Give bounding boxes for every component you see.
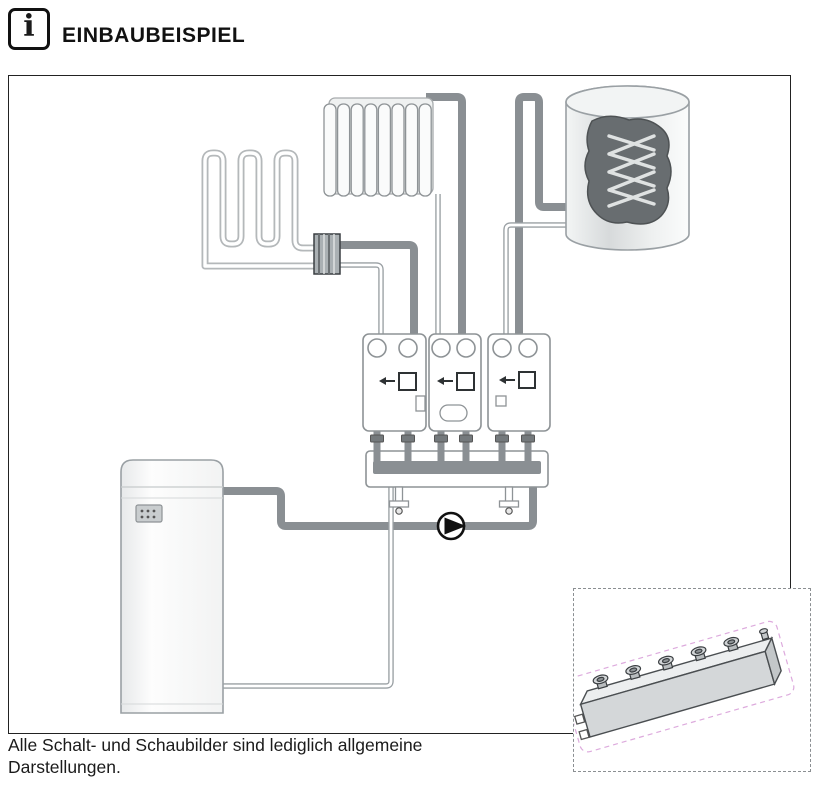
underfloor-circuit-connector	[313, 233, 341, 275]
circulation-pump-icon	[436, 511, 466, 541]
pump-head	[431, 338, 451, 358]
heating-manifold	[365, 431, 549, 515]
manifold-detail-inset	[562, 588, 811, 772]
pipe-supply-radiator	[426, 93, 466, 334]
pipe-supply-floor	[336, 241, 418, 334]
mounting-clips	[573, 713, 590, 741]
isometric-manifold	[562, 620, 795, 753]
ghost-outline	[562, 620, 795, 753]
pipework	[223, 93, 571, 689]
pump-station-left	[362, 333, 427, 432]
connection-nuts	[592, 636, 740, 690]
page-title: EINBAUBEISPIEL	[62, 24, 246, 47]
hot-water-cylinder	[565, 85, 690, 251]
pump-station-right	[487, 333, 551, 432]
union-nuts	[370, 434, 535, 443]
cylinder-cutaway	[584, 115, 672, 225]
heat-generator	[120, 459, 224, 714]
radiator	[323, 97, 434, 197]
pipe-return-generator	[223, 487, 394, 689]
flow-arrow	[379, 377, 386, 385]
manifold-detail-drawing	[562, 620, 795, 753]
schematic-diagram	[120, 85, 690, 714]
cylinder-coil	[607, 134, 656, 208]
flow-arrow	[437, 377, 444, 385]
manifold-bracket-left	[388, 486, 410, 515]
pump-head	[492, 338, 512, 358]
vent-fitting	[759, 628, 770, 641]
mixing-valve	[456, 372, 475, 391]
info-icon: i	[8, 8, 50, 50]
pipe-return-floor	[336, 262, 384, 334]
underfloor-heating-circuit	[201, 149, 321, 270]
figure-caption: Alle Schalt- und Schaubilder sind ledigl…	[8, 735, 423, 777]
valve-head	[456, 338, 476, 358]
mixing-valve	[398, 372, 417, 391]
mixing-valve	[518, 371, 536, 389]
control-display	[135, 504, 163, 523]
valve-head	[398, 338, 418, 358]
schematic-frame	[8, 75, 791, 734]
display-dots	[140, 509, 156, 519]
pipe-supply-generator	[223, 487, 537, 530]
valve-head	[518, 338, 538, 358]
pump-head	[367, 338, 387, 358]
pipe-supply-cylinder	[515, 93, 571, 334]
manifold-end-face	[764, 636, 782, 687]
flow-arrow	[499, 376, 506, 384]
info-icon-glyph: i	[23, 9, 35, 44]
manifold-bracket-right	[498, 486, 520, 515]
pump-station-middle	[428, 333, 482, 432]
